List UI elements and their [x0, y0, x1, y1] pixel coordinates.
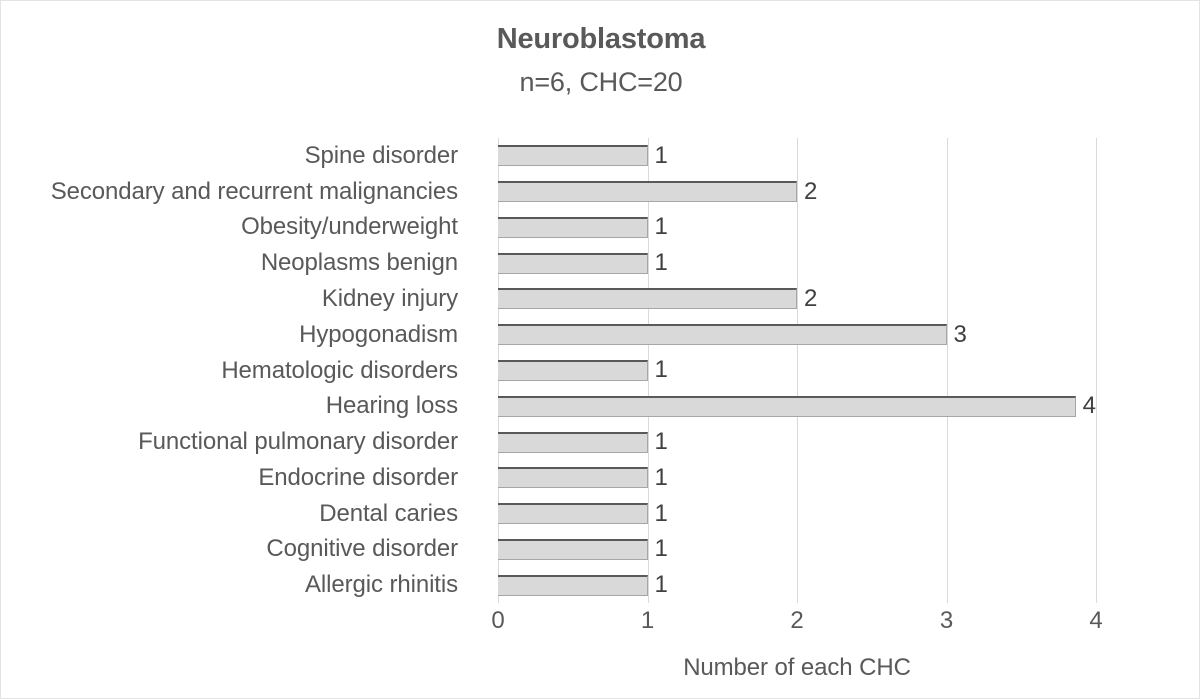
category-label: Hypogonadism	[299, 320, 458, 348]
bar-data-label: 1	[654, 249, 668, 277]
bar[interactable]	[498, 467, 648, 489]
bar-row[interactable]: 2	[498, 281, 1096, 317]
x-tick-label: 2	[790, 607, 804, 634]
category-label: Hearing loss	[325, 392, 458, 420]
bar-row[interactable]: 2	[498, 174, 1096, 210]
gridline-1	[647, 138, 649, 603]
category-label: Kidney injury	[321, 284, 458, 312]
category-label: Obesity/underweight	[241, 213, 458, 241]
bar-row[interactable]: 1	[498, 460, 1096, 496]
bar-data-label: 1	[654, 535, 668, 563]
bar-row[interactable]: 1	[498, 424, 1096, 460]
bar[interactable]	[498, 252, 648, 274]
category-label: Allergic rhinitis	[304, 571, 458, 599]
category-label: Neoplasms benign	[260, 249, 458, 277]
x-tick-label: 1	[640, 607, 655, 634]
bar-data-label: 1	[654, 571, 668, 599]
bar-row[interactable]: 1	[498, 210, 1096, 246]
bar-row[interactable]: 4	[498, 388, 1096, 424]
bar[interactable]	[498, 324, 947, 346]
bar-data-label: 2	[804, 284, 818, 312]
chart-subtitle: n=6, CHC=20	[519, 67, 683, 97]
plot-area: 1 2 1 1 2 3 1 4 1 1 1 1 1	[498, 138, 1097, 603]
bar[interactable]	[498, 538, 648, 560]
bar-data-label: 4	[1082, 392, 1096, 420]
bar[interactable]	[498, 181, 797, 203]
bar[interactable]	[498, 431, 648, 453]
bar[interactable]	[498, 216, 648, 238]
gridline-4	[1096, 138, 1097, 603]
bar[interactable]	[498, 395, 1076, 417]
x-axis-title: Number of each CHC	[683, 654, 911, 681]
bar-data-label: 1	[654, 141, 668, 169]
bar-data-label: 1	[654, 356, 668, 384]
bar[interactable]	[498, 145, 648, 167]
bar[interactable]	[498, 503, 648, 525]
bar-row[interactable]: 3	[498, 317, 1096, 353]
chart-title: Neuroblastoma	[496, 23, 706, 55]
gridline-2	[797, 138, 798, 603]
x-tick-label: 0	[491, 607, 505, 634]
category-label: Secondary and recurrent malignancies	[50, 177, 458, 205]
category-label: Cognitive disorder	[266, 535, 458, 563]
value-axis-ticks: 0 1 2 3 4	[491, 607, 1102, 643]
bar-row[interactable]: 1	[498, 138, 1096, 174]
bar-data-label: 2	[804, 177, 818, 205]
bar-row[interactable]: 1	[498, 567, 1096, 603]
bar-data-label: 1	[654, 428, 668, 456]
bar-row[interactable]: 1	[498, 496, 1096, 532]
bar-row[interactable]: 1	[498, 353, 1096, 389]
bar-data-label: 3	[953, 320, 967, 348]
category-label: Endocrine disorder	[258, 463, 458, 491]
bar-data-label: 1	[654, 213, 668, 241]
category-label: Functional pulmonary disorder	[138, 428, 458, 456]
category-label: Spine disorder	[304, 141, 458, 169]
bar-row[interactable]: 1	[498, 531, 1096, 567]
bar-row[interactable]: 1	[498, 245, 1096, 281]
bar[interactable]	[498, 288, 797, 310]
bar[interactable]	[498, 574, 648, 596]
bar-data-label: 1	[654, 463, 668, 491]
gridline-3	[946, 138, 948, 603]
x-tick-label: 3	[939, 607, 954, 634]
category-label: Hematologic disorders	[221, 356, 458, 384]
bar-data-label: 1	[654, 499, 668, 527]
x-tick-label: 4	[1089, 607, 1103, 634]
category-label: Dental caries	[319, 499, 458, 527]
bar[interactable]	[498, 359, 648, 381]
